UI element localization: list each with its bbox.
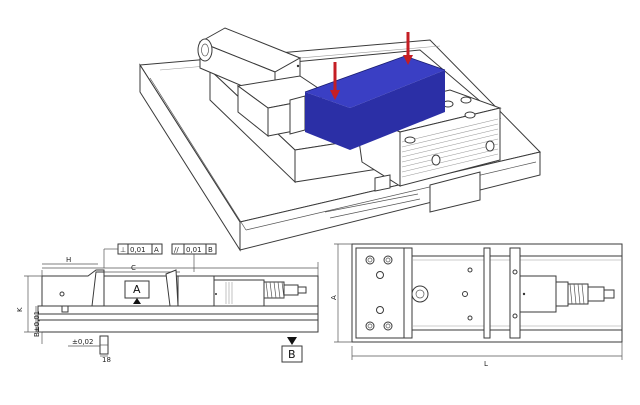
- fcf-perp-datum: A: [154, 246, 159, 254]
- fcf-perpendicularity: ⊥ 0,01 A: [103, 243, 163, 268]
- datum-a-label: A: [133, 283, 141, 296]
- top-jaw-holes: [365, 255, 393, 331]
- side-fixed-jaw: [41, 269, 105, 307]
- fcf-par-value: 0,01: [186, 246, 202, 254]
- top-spindle: [555, 281, 615, 307]
- fcf-perp-value: 0,01: [130, 246, 146, 254]
- fcf-par-datum: B: [208, 246, 213, 254]
- fcf-perp-symbol: ⊥: [120, 246, 126, 254]
- fcf-parallelism: // 0,01 B: [171, 243, 217, 272]
- datum-b-box: [281, 345, 303, 363]
- iso-screw-end: [197, 38, 213, 62]
- dim-a-label: A: [330, 295, 338, 300]
- dim-b-label: B±0,01: [33, 311, 41, 337]
- side-spindle: [263, 281, 307, 299]
- datum-b-label: B: [288, 348, 296, 361]
- side-base-mid: [37, 313, 319, 321]
- dim-k-label: K: [16, 307, 24, 312]
- dim-c-label: C: [131, 264, 136, 272]
- top-center-bore: [411, 285, 429, 303]
- dim-18-label: 18: [102, 356, 111, 364]
- tol-flat-label: ±0,02: [72, 338, 93, 346]
- iso-workpiece-top: [305, 56, 445, 108]
- iso-workpiece-side: [305, 92, 350, 150]
- side-view: ⊥ 0,01 A // 0,01 B H C: [16, 243, 319, 364]
- dim-l-label: L: [484, 360, 488, 368]
- side-movable-jaw: [177, 275, 215, 307]
- top-view: A L: [330, 243, 623, 368]
- top-fixed-jaw: [355, 247, 405, 339]
- iso-workpiece-front: [350, 70, 445, 150]
- force-arrow-left: [330, 62, 340, 100]
- top-movable-jaw: [519, 275, 557, 313]
- isometric-view: [139, 27, 541, 252]
- side-base-upper: [37, 305, 319, 315]
- side-base-lower: [37, 319, 319, 333]
- dim-h-label: H: [66, 256, 71, 264]
- iso-fixed-jaw-ribs: [401, 118, 499, 178]
- force-arrow-right: [403, 32, 413, 65]
- fcf-par-symbol: //: [174, 246, 179, 254]
- side-screw-housing: [213, 279, 265, 307]
